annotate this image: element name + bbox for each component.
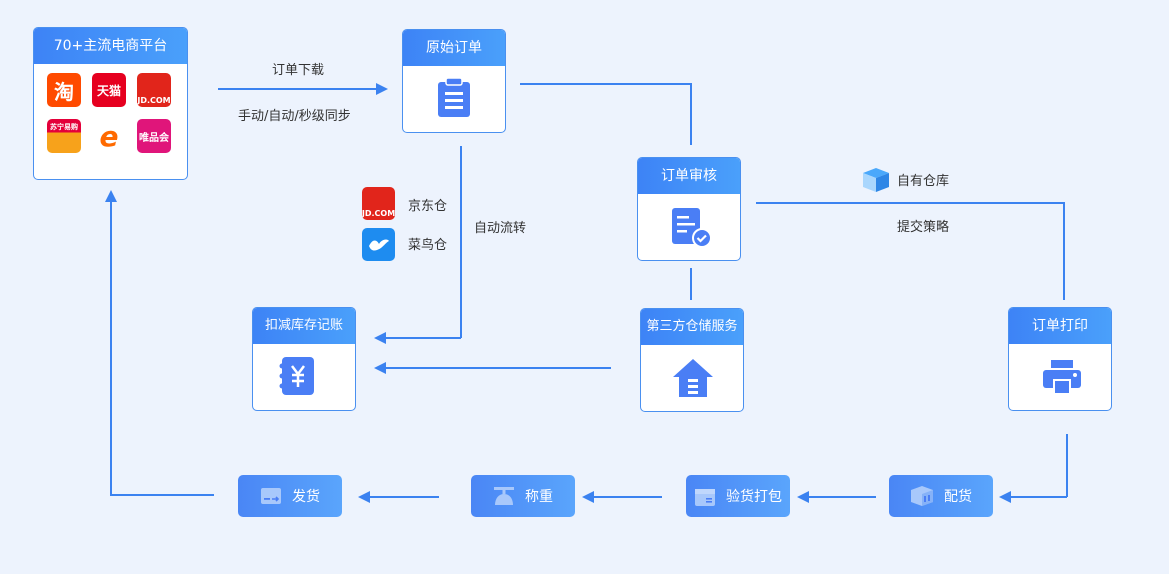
node-title: 原始订单	[403, 30, 505, 66]
ledger-yen-icon	[279, 357, 314, 395]
scale-icon	[494, 487, 514, 505]
cube-icon	[863, 168, 889, 192]
edge-label-sync: 手动/自动/秒级同步	[238, 109, 351, 124]
arrow-left-icon	[374, 332, 386, 344]
arrow-left-icon	[374, 362, 386, 374]
tmall-logo: 天猫	[92, 73, 126, 107]
arrow-left-icon	[358, 491, 370, 503]
node-title: 订单审核	[638, 158, 740, 194]
step-weigh[interactable]: 称重	[471, 475, 575, 517]
arrow-left-icon	[582, 491, 594, 503]
step-label: 称重	[525, 489, 553, 505]
connector	[690, 83, 692, 145]
step-inspect-pack[interactable]: 验货打包	[686, 475, 790, 517]
connector	[386, 367, 611, 369]
connector	[690, 268, 692, 300]
shipping-card-icon	[261, 488, 281, 504]
step-distribute[interactable]: 配货	[889, 475, 993, 517]
warehouse-house-icon	[673, 359, 713, 397]
alibaba-logo: e	[99, 119, 119, 153]
parcel-box-icon	[695, 489, 715, 506]
vipshop-logo: 唯品会	[137, 119, 171, 153]
node-title: 扣减库存记账	[253, 308, 355, 344]
edge-label-cainiao-warehouse: 菜鸟仓	[408, 238, 448, 253]
jd-logo: JD.COM	[137, 73, 171, 107]
clipboard-icon	[438, 78, 470, 117]
edge-label-own-warehouse: 自有仓库	[897, 174, 950, 189]
connector	[594, 496, 662, 498]
document-check-icon	[672, 208, 712, 248]
jd-logo: JD.COM	[362, 187, 395, 220]
platform-logos: 淘 天猫 JD.COM 苏宁易购 e 唯品会	[34, 64, 187, 179]
suning-logo: 苏宁易购	[47, 119, 81, 153]
platforms-card: 70+主流电商平台 淘 天猫 JD.COM 苏宁易购 e 唯品会	[33, 27, 188, 180]
connector	[370, 496, 439, 498]
platforms-title: 70+主流电商平台	[34, 28, 187, 64]
edge-label-jd-warehouse: 京东仓	[408, 199, 448, 214]
step-label: 验货打包	[726, 489, 782, 505]
node-third-party-warehouse[interactable]: 第三方仓储服务	[640, 308, 744, 412]
node-order-review[interactable]: 订单审核	[637, 157, 741, 261]
arrow-left-icon	[999, 491, 1011, 503]
arrow-left-icon	[797, 491, 809, 503]
connector	[110, 494, 214, 496]
connector	[756, 202, 1064, 204]
connector	[520, 83, 691, 85]
package-box-icon	[911, 486, 933, 506]
node-title: 订单打印	[1009, 308, 1111, 344]
cainiao-logo	[362, 228, 395, 261]
node-order-print[interactable]: 订单打印	[1008, 307, 1112, 411]
step-label: 发货	[292, 489, 320, 505]
connector	[1066, 434, 1068, 497]
connector	[218, 88, 376, 90]
step-ship[interactable]: 发货	[238, 475, 342, 517]
connector	[110, 202, 112, 495]
taobao-logo: 淘	[47, 73, 81, 107]
connector	[1010, 496, 1067, 498]
node-deduct-inventory[interactable]: 扣减库存记账	[252, 307, 356, 411]
edge-label-submit-strategy: 提交策略	[897, 220, 950, 235]
edge-label-auto-flow: 自动流转	[474, 221, 527, 236]
connector	[1063, 202, 1065, 300]
step-label: 配货	[944, 489, 972, 505]
node-title: 第三方仓储服务	[641, 309, 743, 345]
connector	[808, 496, 876, 498]
connector	[386, 337, 461, 339]
edge-label-download: 订单下载	[272, 63, 325, 78]
node-original-order[interactable]: 原始订单	[402, 29, 506, 133]
arrow-right-icon	[376, 83, 388, 95]
arrow-up-icon	[105, 190, 117, 202]
connector	[460, 146, 462, 338]
printer-icon	[1043, 360, 1081, 394]
